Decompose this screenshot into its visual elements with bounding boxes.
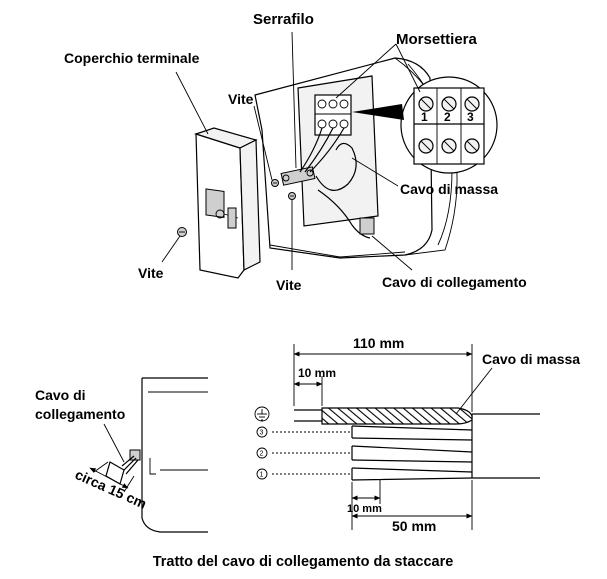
wire-number-badge: 1 [256, 468, 268, 480]
label-cavo-di-collegamento-left-1: Cavo di [35, 387, 86, 403]
connection-cable-bundle [121, 455, 139, 475]
label-dim-110: 110 mm [353, 335, 404, 351]
dim-15cm-line [89, 467, 129, 489]
internal-wire-3 [309, 127, 345, 173]
leader-vite-top [253, 105, 273, 181]
svg-text:2: 2 [260, 451, 264, 458]
wire-3-insulation [351, 425, 473, 441]
leader-morsettiera [335, 43, 397, 99]
earth-wire [321, 407, 473, 425]
cable-length-detail: Cavo di collegamento circa 15 cm [35, 377, 208, 533]
label-vite-top: Vite [228, 91, 254, 107]
leader-cavo-collegamento-left [103, 423, 125, 463]
label-dim-50: 50 mm [392, 518, 436, 534]
dim-15cm-ext-2 [123, 475, 135, 493]
cable-exit-bracket [359, 217, 375, 235]
label-coperchio-terminale: Coperchio terminale [64, 50, 200, 66]
dim-15cm-ext-1 [93, 461, 109, 473]
label-dim-10-top: 10 mm [298, 366, 336, 380]
wire-number-badge: 2 [256, 447, 268, 459]
earth-wire-loop [315, 142, 357, 191]
unit-illustration: 1 2 3 Serrafilo Morsettiera Coperchio te… [64, 11, 527, 293]
leader-cavo-massa [351, 157, 399, 187]
label-serrafilo: Serrafilo [253, 11, 314, 28]
wire-number-badge: 3 [256, 426, 268, 438]
label-vite-bottom: Vite [276, 277, 302, 293]
label-dim-10-bottom: 10 mm [347, 503, 382, 515]
stripping-detail: 3 2 1 110 mm 10 mm Cavo di massa 10 mm [254, 335, 580, 534]
terminal-number: 2 [444, 110, 451, 124]
label-cavo-di-collegamento-top: Cavo di collegamento [382, 274, 527, 290]
wire-1-insulation [351, 467, 473, 481]
terminal-block-zoom: 1 2 3 [400, 76, 498, 174]
internal-wire-1 [299, 127, 323, 173]
leader-serrafilo [291, 31, 297, 169]
screw-top [271, 179, 279, 187]
label-cavo-di-collegamento-left-2: collegamento [35, 406, 125, 422]
label-morsettiera: Morsettiera [396, 31, 478, 48]
label-vite-left: Vite [138, 265, 164, 281]
internal-wire-2 [304, 127, 334, 173]
label-cavo-di-massa-bottom: Cavo di massa [482, 351, 580, 367]
svg-text:3: 3 [260, 430, 264, 437]
connection-cable [317, 189, 371, 239]
screw-bottom [288, 192, 296, 200]
screw-left [177, 227, 187, 237]
unit-side-outline [141, 377, 208, 533]
unit-bottom-lip [269, 244, 406, 258]
leader-morsettiera-2 [395, 43, 421, 93]
wire-2-insulation [351, 445, 473, 463]
cable-exit-port [129, 449, 141, 461]
label-cavo-di-massa-top: Cavo di massa [400, 181, 498, 197]
unit-side-notch [149, 458, 156, 475]
leader-vite-left [161, 235, 181, 263]
cord-clamp [280, 166, 316, 186]
earth-symbol-icon [254, 406, 270, 422]
leader-cavo-collegamento [371, 235, 413, 271]
svg-text:1: 1 [260, 472, 264, 479]
leader-cavo-massa-bottom [455, 367, 493, 415]
terminal-number: 1 [421, 110, 428, 124]
terminal-number: 3 [467, 110, 474, 124]
zoom-pointer [352, 104, 404, 120]
terminal-cover [194, 127, 261, 279]
caption: Tratto del cavo di collegamento da stacc… [153, 554, 454, 570]
leader-coperchio [175, 71, 209, 135]
